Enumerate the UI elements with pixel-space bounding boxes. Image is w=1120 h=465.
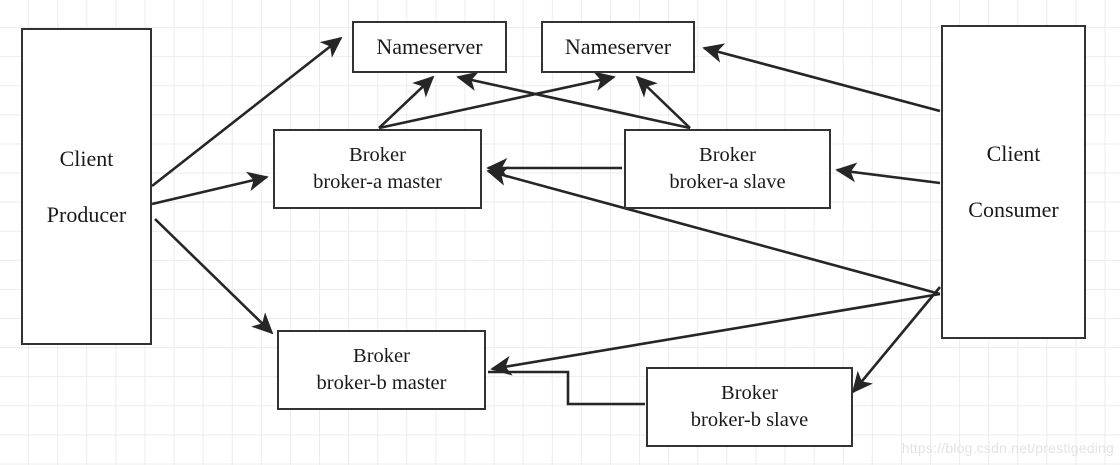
watermark-text: https://blog.csdn.net/prestigeding bbox=[901, 440, 1114, 456]
node-client-consumer[interactable]: Client Consumer bbox=[941, 25, 1086, 339]
edge-consumer-to-broker-a-slave bbox=[835, 162, 941, 185]
edge-broker-a-slave-to-nameserver-2 bbox=[635, 75, 691, 129]
node-broker-a-master[interactable]: Broker broker-a master bbox=[273, 129, 482, 209]
edge-broker-b-slave-to-broker-b-master bbox=[488, 370, 645, 406]
edge-broker-a-master-to-nameserver-2 bbox=[378, 71, 616, 130]
edge-consumer-to-nameserver-2 bbox=[702, 43, 941, 113]
node-nameserver-1[interactable]: Nameserver bbox=[352, 21, 507, 73]
node-broker-b-slave[interactable]: Broker broker-b slave bbox=[646, 367, 853, 447]
node-nameserver-1-label: Nameserver bbox=[376, 34, 483, 59]
node-broker-a-master-line1: Broker bbox=[349, 144, 406, 166]
node-client-producer-line2: Producer bbox=[46, 201, 127, 227]
node-broker-a-master-line2: broker-a master bbox=[313, 171, 442, 193]
node-client-producer-line1: Client bbox=[59, 145, 114, 171]
node-broker-b-slave-line2: broker-b slave bbox=[690, 409, 809, 431]
edge-producer-to-broker-b-master bbox=[154, 218, 274, 335]
edge-broker-a-slave-to-nameserver-1 bbox=[456, 71, 691, 130]
node-broker-b-master-line1: Broker bbox=[353, 345, 410, 367]
edge-broker-a-master-to-nameserver-1 bbox=[378, 75, 435, 129]
node-client-producer[interactable]: Client Producer bbox=[21, 28, 152, 345]
node-client-consumer-line1: Client bbox=[986, 141, 1041, 166]
node-client-consumer-line2: Consumer bbox=[968, 197, 1059, 222]
node-nameserver-2-label: Nameserver bbox=[564, 34, 672, 59]
edge-consumer-to-broker-b-slave bbox=[851, 286, 942, 394]
node-broker-b-slave-line1: Broker bbox=[721, 382, 778, 404]
node-broker-b-master[interactable]: Broker broker-b master bbox=[277, 330, 486, 410]
edge-producer-to-broker-a-master bbox=[151, 171, 269, 206]
node-broker-a-slave-line1: Broker bbox=[699, 144, 756, 166]
node-broker-a-slave-line2: broker-a slave bbox=[669, 171, 786, 193]
node-nameserver-2[interactable]: Nameserver bbox=[541, 21, 695, 73]
edge-consumer-to-broker-b-master bbox=[490, 292, 941, 376]
node-broker-b-master-line2: broker-b master bbox=[316, 372, 447, 394]
node-broker-a-slave[interactable]: Broker broker-a slave bbox=[624, 129, 831, 209]
